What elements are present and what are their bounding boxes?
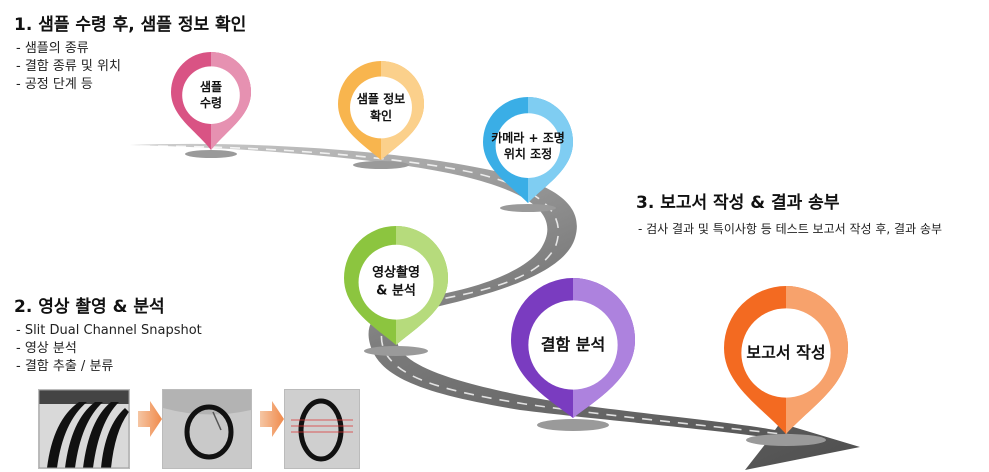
step-1-title: 1. 샘플 수령 후, 샘플 정보 확인 — [14, 15, 247, 35]
pin-label-report: 보고서 작성 — [746, 343, 826, 363]
pin-inner-circle — [182, 66, 240, 124]
defect-image-thumbnail — [162, 389, 252, 469]
list-item: - 결함 종류 및 위치 — [16, 59, 121, 74]
list-item: - 결함 추출 / 분류 — [16, 359, 114, 374]
list-item: - 검사 결과 및 특이사항 등 테스트 보고서 작성 후, 결과 송부 — [638, 222, 943, 236]
pin-report — [724, 286, 848, 434]
pin-shadow — [537, 419, 609, 431]
pin-inner-circle — [358, 244, 434, 320]
pin-shadow — [746, 434, 826, 446]
pin-defect-analysis — [511, 278, 635, 418]
road-centerline — [139, 145, 801, 437]
pin-shadow — [364, 346, 428, 356]
list-item: - 공정 단계 등 — [16, 77, 93, 92]
arrow-icon — [138, 401, 162, 437]
pin-label-imaging: 영상촬영& 분석 — [372, 265, 420, 299]
pin-inner-circle — [350, 76, 412, 139]
step-3-list: - 검사 결과 및 특이사항 등 테스트 보고서 작성 후, 결과 송부 — [638, 220, 942, 238]
classified-defect-thumbnail — [284, 389, 360, 469]
pin-sample-info — [338, 61, 424, 160]
pin-shadow — [185, 150, 237, 158]
pin-shadow — [500, 204, 556, 212]
pin-camera-setup — [483, 97, 573, 203]
slit-image-thumbnail — [38, 389, 130, 469]
pin-label-defect-analysis: 결함 분석 — [540, 335, 606, 355]
pin-inner-circle — [741, 308, 831, 398]
list-item: - Slit Dual Channel Snapshot — [16, 323, 202, 338]
list-item: - 영상 분석 — [16, 341, 77, 356]
step-1-list: - 샘플의 종류 - 결함 종류 및 위치 - 공정 단계 등 — [16, 40, 121, 94]
pin-imaging — [344, 226, 448, 345]
arrow-icon — [260, 401, 284, 437]
list-item: - 샘플의 종류 — [16, 41, 89, 56]
step-2-list: - Slit Dual Channel Snapshot - 영상 분석 - 결… — [16, 322, 202, 376]
pin-shadow — [353, 161, 409, 169]
pin-inner-circle — [495, 113, 561, 178]
step-3-title: 3. 보고서 작성 & 결과 송부 — [636, 193, 840, 213]
step-2-title: 2. 영상 촬영 & 분석 — [14, 297, 165, 317]
pin-sample-receipt — [171, 52, 251, 150]
pin-inner-circle — [528, 300, 618, 390]
pins-group — [171, 52, 848, 434]
